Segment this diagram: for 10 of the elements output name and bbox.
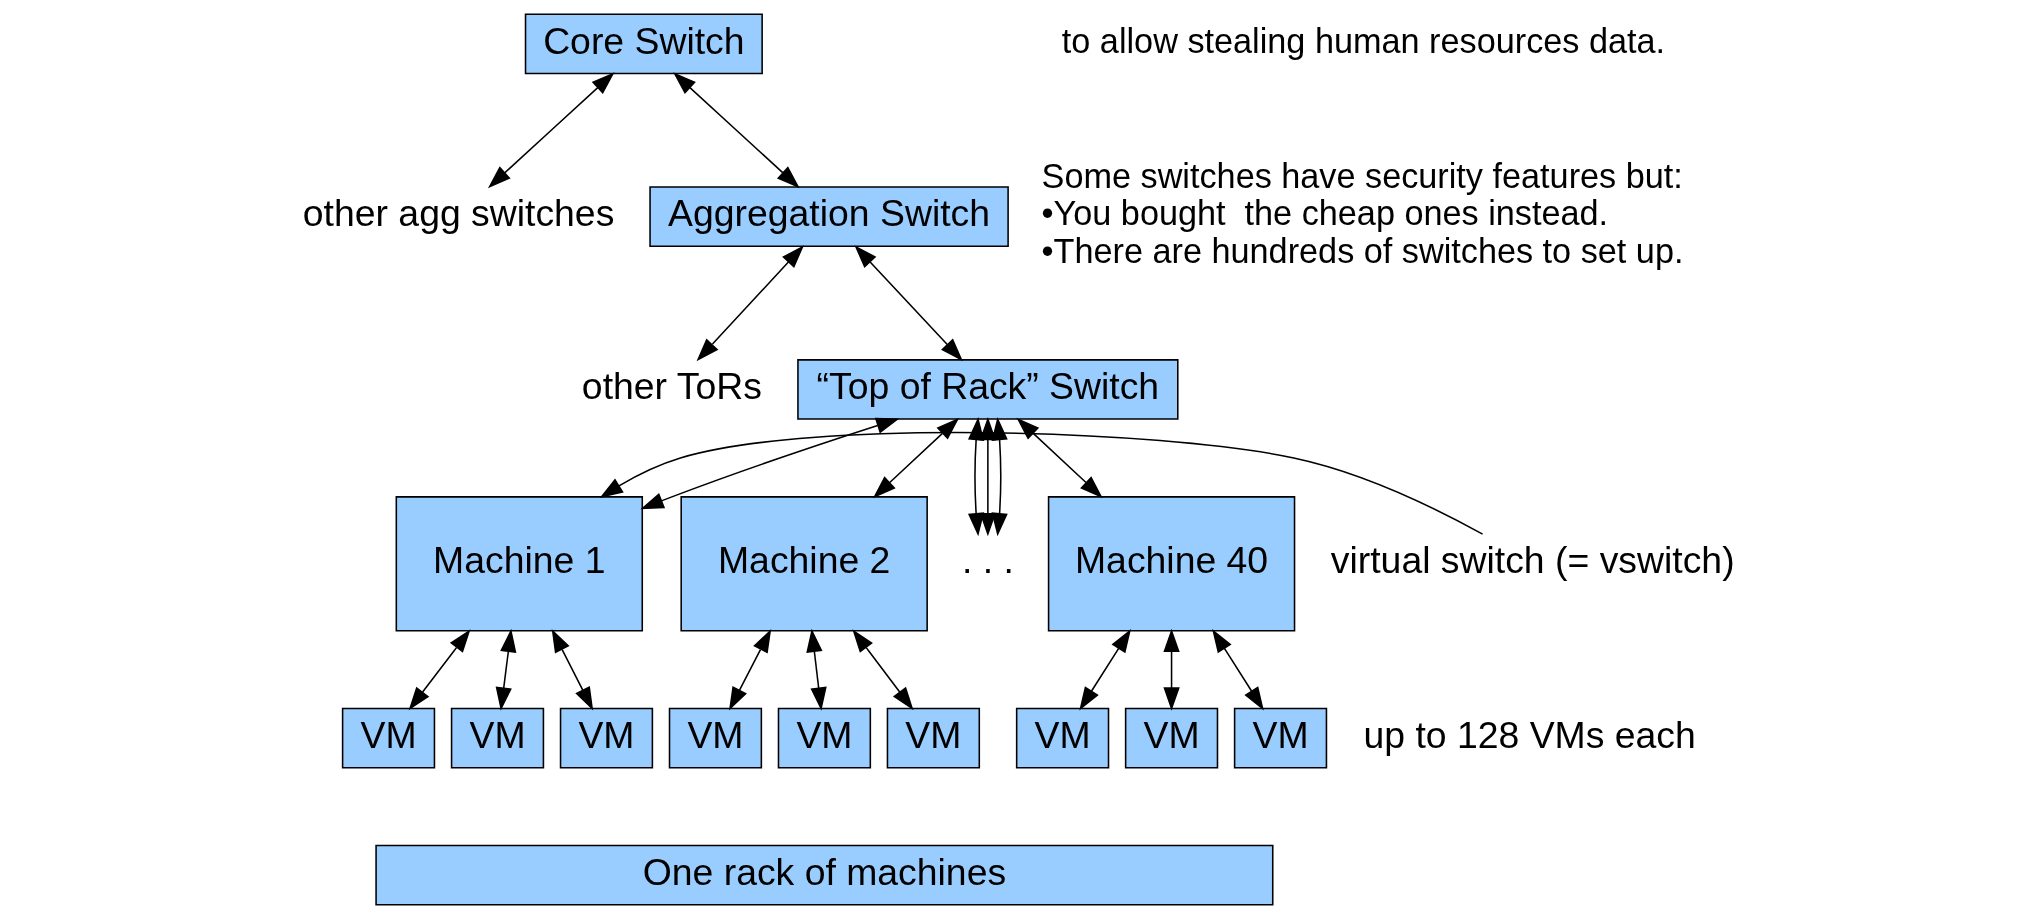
node-text: other ToRs [581, 365, 762, 408]
label: Some switches have security features but: [1041, 157, 1683, 196]
label: One rack of machines [642, 850, 1006, 893]
label: to allow stealing human resources data. [1061, 21, 1665, 60]
label: •There are hundreds of switches to set up. [1041, 231, 1683, 270]
node-text: other agg switches [302, 192, 614, 235]
label: •You bought the cheap ones instead. [1041, 194, 1608, 233]
label: up to 128 VMs each [1362, 713, 1696, 756]
node-text: virtual switch (= vswitch) [1330, 539, 1735, 582]
node-text: . . . [961, 539, 1014, 582]
